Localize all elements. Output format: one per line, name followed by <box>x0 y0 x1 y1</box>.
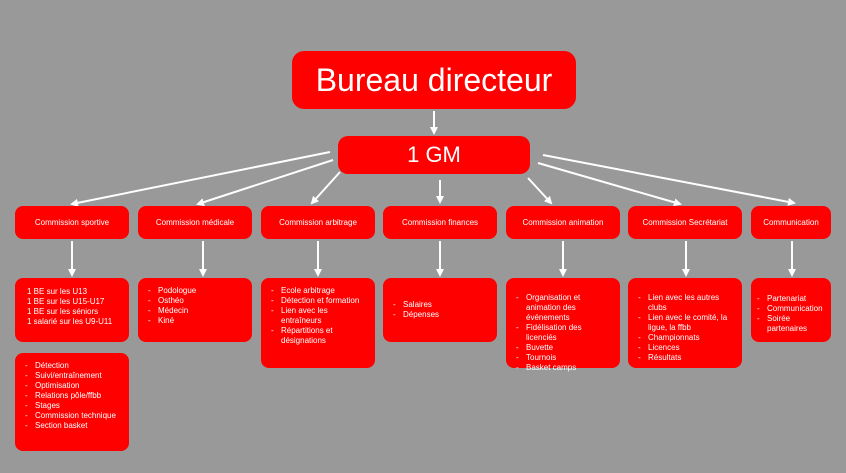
list-item: Fidélisation des licenciés <box>514 323 612 343</box>
commission-secretariat-box: Commission Secrétariat <box>628 206 742 239</box>
arrow-gm-to-animation <box>527 177 553 205</box>
detail-list: Organisation et animation des événements… <box>514 293 612 373</box>
animation-details-box: Organisation et animation des événements… <box>506 278 620 373</box>
list-item: 1 BE sur les U13 <box>27 287 88 296</box>
detail-list: PartenariatCommunicationSoirée partenair… <box>755 294 829 334</box>
list-item: Partenariat <box>755 294 829 304</box>
list-item: Relations pôle/ffbb <box>23 391 121 401</box>
list-item: 1 BE sur les séniors <box>27 307 99 316</box>
commission-label: Communication <box>763 218 819 227</box>
communication-details-box: PartenariatCommunicationSoirée partenair… <box>751 278 831 342</box>
detail-list: Ecole arbitrageDétection et formationLie… <box>269 286 367 346</box>
list-item: Ecole arbitrage <box>269 286 367 296</box>
bureau-directeur-title: Bureau directeur <box>315 61 553 98</box>
list-item: Organisation et animation des événements <box>514 293 612 323</box>
list-item: Résultats <box>636 353 734 363</box>
arrow-gm-to-sportive <box>70 151 331 207</box>
detail-list: PodologueOsthéoMédecinKiné <box>146 286 244 326</box>
list-item: Section basket <box>23 421 121 431</box>
commission-label: Commission animation <box>522 218 604 227</box>
commission-medicale-box: Commission médicale <box>138 206 252 239</box>
list-item: Détection <box>23 361 121 371</box>
detail-list: DétectionSuivi/entraînementOptimisationR… <box>23 361 121 431</box>
sportive-tasks-box: DétectionSuivi/entraînementOptimisationR… <box>15 353 129 451</box>
list-item: Osthéo <box>146 296 244 306</box>
list-item: Soirée partenaires <box>755 314 829 334</box>
list-item: Championnats <box>636 333 734 343</box>
commission-sportive-box: Commission sportive <box>15 206 129 239</box>
list-item: Basket camps <box>514 363 612 373</box>
medicale-details-box: PodologueOsthéoMédecinKiné <box>138 278 252 342</box>
list-item: Podologue <box>146 286 244 296</box>
list-item: Tournois <box>514 353 612 363</box>
list-item: Communication <box>755 304 829 314</box>
list-item: Lien avec les entraîneurs <box>269 306 367 326</box>
commission-label: Commission arbitrage <box>279 218 357 227</box>
finances-details-box: SalairesDépenses <box>383 278 497 342</box>
list-item: Médecin <box>146 306 244 316</box>
list-item: Salaires <box>391 300 489 310</box>
list-item: Détection et formation <box>269 296 367 306</box>
list-item: 1 salarié sur les U9-U11 <box>27 317 113 326</box>
list-item: Répartitions et désignations <box>269 326 367 346</box>
commission-arbitrage-box: Commission arbitrage <box>261 206 375 239</box>
detail-list: Lien avec les autres clubsLien avec le c… <box>636 293 734 363</box>
list-item: Lien avec les autres clubs <box>636 293 734 313</box>
list-item: Optimisation <box>23 381 121 391</box>
bureau-directeur-box: Bureau directeur <box>292 51 576 109</box>
arrow-gm-to-medicale <box>196 159 334 206</box>
commission-label: Commission finances <box>401 218 479 227</box>
list-item: Buvette <box>514 343 612 353</box>
list-item: Licences <box>636 343 734 353</box>
arbitrage-details-box: Ecole arbitrageDétection et formationLie… <box>261 278 375 368</box>
commission-label: Commission sportive <box>34 218 110 227</box>
gm-box: 1 GM <box>338 136 530 174</box>
arrow-gm-to-communication <box>542 154 796 206</box>
commission-finances-box: Commission finances <box>383 206 497 239</box>
list-item: Stages <box>23 401 121 411</box>
arrow-gm-to-arbitrage <box>310 171 341 205</box>
list-item: Kiné <box>146 316 244 326</box>
arrow-gm-to-secretariat <box>537 162 682 207</box>
list-item: Suivi/entraînement <box>23 371 121 381</box>
gm-label: 1 GM <box>407 142 461 167</box>
list-item: Lien avec le comité, la ligue, la ffbb <box>636 313 734 333</box>
detail-list: SalairesDépenses <box>391 300 489 320</box>
secretariat-details-box: Lien avec les autres clubsLien avec le c… <box>628 278 742 368</box>
commission-label: Commission Secrétariat <box>642 218 728 227</box>
list-item: 1 BE sur les U15-U17 <box>27 297 105 306</box>
list-item: Commission technique <box>23 411 121 421</box>
list-item: Dépenses <box>391 310 489 320</box>
communication-box: Communication <box>751 206 831 239</box>
commission-animation-box: Commission animation <box>506 206 620 239</box>
commission-label: Commission médicale <box>155 218 235 227</box>
